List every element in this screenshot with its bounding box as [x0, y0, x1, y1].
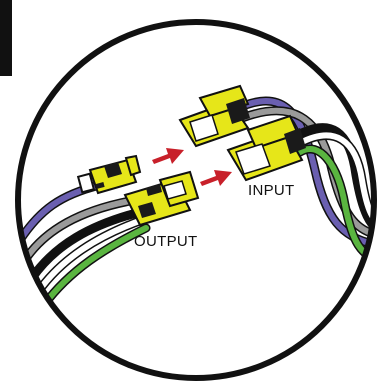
output-wires — [18, 180, 151, 310]
wire-black-output — [27, 207, 145, 283]
corner-block — [0, 0, 12, 76]
input-label: INPUT — [248, 182, 295, 199]
input-wires — [233, 96, 374, 267]
output-connector-small — [76, 154, 142, 195]
arrow-lower — [200, 170, 232, 186]
output-label: OUTPUT — [134, 233, 198, 250]
input-connector-upper — [178, 84, 250, 148]
input-connector-lower — [226, 114, 306, 182]
magnifier-outline — [15, 19, 377, 381]
output-connector-large — [123, 170, 200, 227]
arrow-upper — [152, 148, 184, 164]
